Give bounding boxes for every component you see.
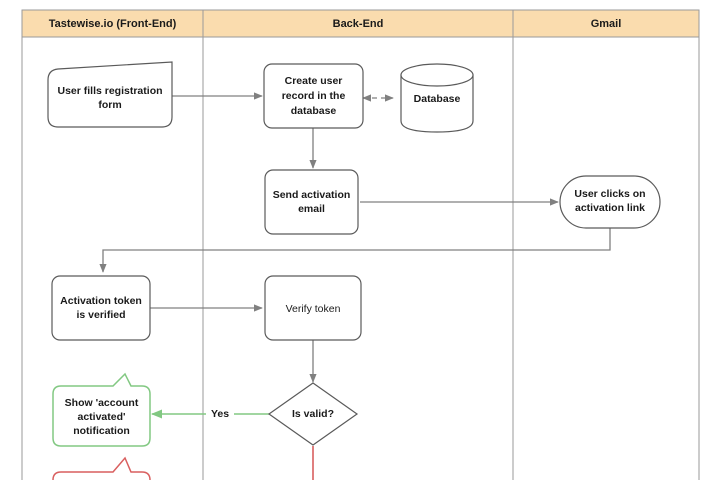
edge-label-yes: Yes xyxy=(211,408,229,420)
node-user-clicks-activation-link[interactable]: User clicks on activation link xyxy=(559,175,661,229)
edge-user-clicks-to-token-verified xyxy=(99,228,611,273)
verify-token-shape xyxy=(264,275,362,341)
node-show-invalid-notification[interactable]: Show 'invalid xyxy=(52,456,151,480)
send-activation-email-label-line1: Send activation xyxy=(273,189,351,201)
show-activated-notification-label-line2: activated' xyxy=(77,411,125,423)
lane-header-backend xyxy=(202,9,514,38)
lane-label-backend: Back-End xyxy=(333,18,384,30)
lane-header-gmail xyxy=(512,9,700,38)
user-clicks-activation-link-label-line2: activation link xyxy=(575,202,645,214)
database-top-ellipse xyxy=(400,63,474,87)
activation-token-verified-shape xyxy=(51,275,151,341)
node-send-activation-email[interactable]: Send activation email xyxy=(264,169,359,235)
lane-header-frontend xyxy=(21,9,204,38)
node-verify-token[interactable]: Verify token xyxy=(264,275,362,341)
is-valid-label: Is valid? xyxy=(292,408,334,420)
registration-form-label-line1: User fills registration xyxy=(57,85,162,97)
node-activation-token-verified[interactable]: Activation token is verified xyxy=(51,275,151,341)
user-clicks-activation-link-label-line1: User clicks on xyxy=(574,188,645,200)
lane-label-gmail: Gmail xyxy=(591,18,622,30)
is-valid-diamond-shape xyxy=(267,382,359,446)
show-activated-notification-label-line1: Show 'account xyxy=(65,397,139,409)
node-create-user-record[interactable]: Create user record in the database xyxy=(263,63,364,129)
send-activation-email-shape xyxy=(264,169,359,235)
node-database[interactable]: Database xyxy=(400,63,474,133)
create-user-record-label-line1: Create user xyxy=(285,75,343,87)
database-label: Database xyxy=(414,93,461,105)
show-invalid-notification-shape xyxy=(52,456,151,480)
registration-form-shape xyxy=(47,61,173,128)
create-user-record-label-line2: record in the xyxy=(282,90,346,102)
edge-label-yes-backdrop xyxy=(206,406,234,422)
show-activated-notification-label-line3: notification xyxy=(73,425,130,437)
node-show-activated-notification[interactable]: Show 'account activated' notification xyxy=(52,372,151,447)
node-registration-form[interactable]: User fills registration form xyxy=(47,61,173,128)
verify-token-label: Verify token xyxy=(286,303,341,315)
database-body-shape xyxy=(400,75,474,133)
show-activated-notification-shape xyxy=(52,372,151,447)
activation-token-verified-label-line2: is verified xyxy=(76,309,125,321)
send-activation-email-label-line2: email xyxy=(298,203,325,215)
user-clicks-activation-link-shape xyxy=(559,175,661,229)
lane-label-frontend: Tastewise.io (Front-End) xyxy=(49,18,177,30)
create-user-record-label-line3: database xyxy=(291,105,337,117)
connectors: show 'account activated' notification --… xyxy=(99,92,611,480)
registration-form-label-line2: form xyxy=(98,99,121,111)
create-user-record-shape xyxy=(263,63,364,129)
activation-token-verified-label-line1: Activation token xyxy=(60,295,142,307)
node-is-valid-decision[interactable]: Is valid? xyxy=(267,382,359,446)
